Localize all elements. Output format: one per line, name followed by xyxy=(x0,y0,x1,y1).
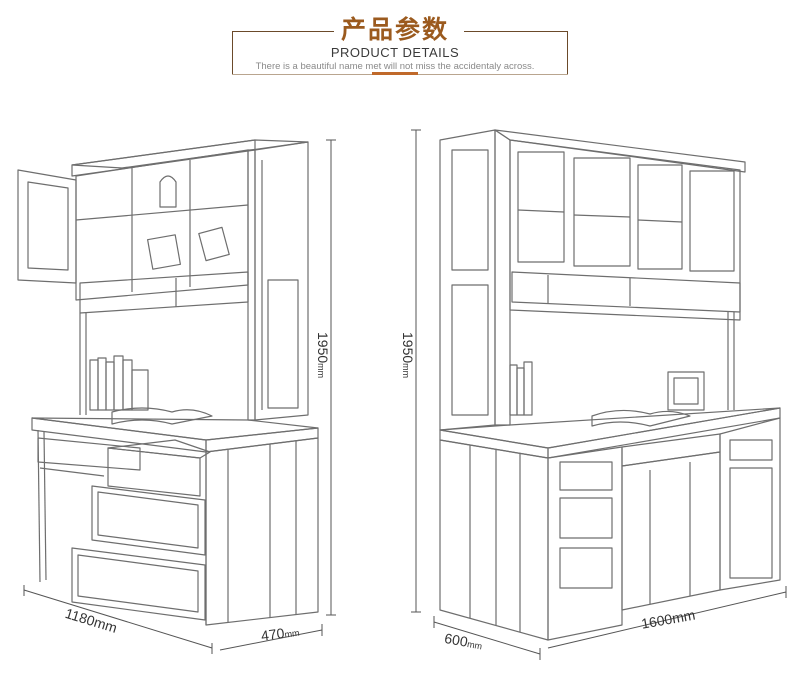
dimension-value: 470 xyxy=(260,624,286,644)
dimension-unit: mm xyxy=(401,363,411,379)
header-accent-bar xyxy=(372,72,418,75)
dimension-left-height: 1950mm xyxy=(315,332,331,378)
left-dimension-lines xyxy=(23,139,336,654)
right-desk-sketch xyxy=(439,129,781,641)
title-chinese: 产品参数 xyxy=(340,15,449,44)
dimension-value: 1950 xyxy=(315,332,331,364)
dimension-unit: mm xyxy=(466,638,483,652)
dimension-value: 1950 xyxy=(400,332,416,364)
section-header: 产品参数 PRODUCT DETAILS There is a beautifu… xyxy=(0,0,790,90)
right-dimension-lines xyxy=(411,129,787,660)
dimension-unit: mm xyxy=(283,627,301,640)
dimension-unit: mm xyxy=(316,363,326,379)
left-desk-sketch xyxy=(17,139,319,626)
dimension-right-height: 1950mm xyxy=(400,332,416,378)
header-subtitle: There is a beautiful name met will not m… xyxy=(255,61,535,72)
title-english: PRODUCT DETAILS xyxy=(330,45,460,60)
